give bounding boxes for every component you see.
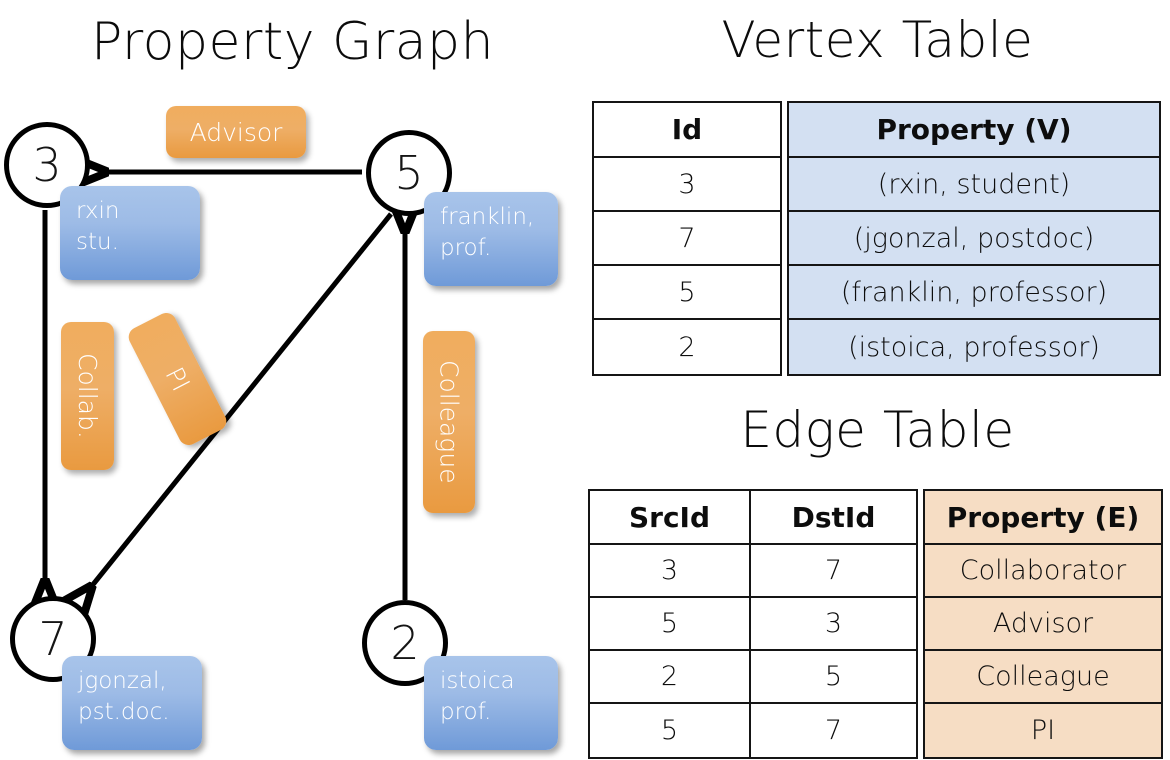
property-graph-diagram: 3 5 7 2 rxin stu. franklin, prof. jgonza… bbox=[0, 0, 585, 760]
vertex-table-header-id: Id bbox=[594, 103, 780, 158]
table-row: 5 bbox=[751, 651, 916, 704]
edge-label-advisor-text: Advisor bbox=[189, 117, 283, 147]
edge-label-collab-text: Collab. bbox=[73, 353, 102, 439]
table-row: 3 bbox=[594, 158, 780, 212]
table-row: 5 bbox=[594, 266, 780, 320]
table-row: (jgonzal, postdoc) bbox=[789, 212, 1159, 266]
table-row: (istoica, professor) bbox=[789, 320, 1159, 374]
graph-node-2-label: 2 bbox=[390, 616, 420, 670]
edge-label-colleague-text: Colleague bbox=[434, 360, 464, 484]
vertex-table-property-column: Property (V) (rxin, student) (jgonzal, p… bbox=[787, 101, 1161, 376]
edge-label-advisor: Advisor bbox=[166, 106, 306, 158]
vertex-property-2-line-2: prof. bbox=[440, 699, 492, 725]
edge-5-to-7 bbox=[87, 212, 393, 592]
vertex-table-id-column: Id 3 7 5 2 bbox=[592, 101, 782, 376]
edge-label-pi-text: PI bbox=[159, 362, 196, 396]
edge-table-srcid-column: SrcId 3 5 2 5 bbox=[588, 489, 751, 759]
vertex-table: Id 3 7 5 2 Property (V) (rxin, student) … bbox=[592, 101, 1161, 376]
table-row: 7 bbox=[751, 545, 916, 598]
vertex-property-3-line-2: stu. bbox=[76, 229, 119, 255]
table-row: PI bbox=[925, 704, 1161, 757]
table-row: 2 bbox=[678, 331, 696, 363]
edge-label-colleague: Colleague bbox=[423, 331, 475, 513]
vertex-property-3-line-1: rxin bbox=[76, 198, 120, 224]
graph-node-3-label: 3 bbox=[32, 138, 62, 192]
table-row: 5 bbox=[590, 598, 749, 651]
edge-table-dstid-column: DstId 7 3 5 7 bbox=[751, 489, 918, 759]
graph-node-5-label: 5 bbox=[394, 146, 424, 200]
vertex-property-box-2: istoica prof. bbox=[424, 656, 558, 750]
table-row: (rxin, student) bbox=[789, 158, 1159, 212]
section-title-edge-table: Edge Table bbox=[740, 401, 1015, 459]
vertex-property-7-line-2: pst.doc. bbox=[78, 699, 170, 725]
table-row: Colleague bbox=[925, 651, 1161, 704]
table-row: 7 bbox=[594, 212, 780, 266]
edge-table-header-dstid: DstId bbox=[751, 491, 916, 545]
table-row: 3 bbox=[751, 598, 916, 651]
vertex-property-box-7: jgonzal, pst.doc. bbox=[62, 656, 202, 750]
table-row: 2 bbox=[590, 651, 749, 704]
table-row: Advisor bbox=[925, 598, 1161, 651]
vertex-property-box-5: franklin, prof. bbox=[424, 192, 558, 286]
edge-label-collab: Collab. bbox=[61, 322, 114, 470]
table-row: (franklin, professor) bbox=[789, 266, 1159, 320]
edge-table-header-srcid: SrcId bbox=[590, 491, 749, 545]
vertex-property-7-line-1: jgonzal, bbox=[78, 668, 167, 694]
page-title-property-graph: Property Graph bbox=[90, 12, 495, 72]
graph-node-7-label: 7 bbox=[38, 612, 68, 666]
vertex-property-5-line-2: prof. bbox=[440, 235, 492, 261]
vertex-property-box-3: rxin stu. bbox=[60, 186, 200, 280]
section-title-vertex-table: Vertex Table bbox=[721, 11, 1034, 69]
edge-table-property-column: Property (E) Collaborator Advisor Collea… bbox=[923, 489, 1163, 759]
table-row: 7 bbox=[824, 715, 843, 746]
edge-table-header-property: Property (E) bbox=[925, 491, 1161, 545]
table-row: 5 bbox=[660, 715, 679, 746]
graph-node-2[interactable]: 2 bbox=[362, 600, 448, 686]
graph-edges-layer bbox=[0, 0, 585, 760]
table-row: 3 bbox=[590, 545, 749, 598]
vertex-property-2-line-1: istoica bbox=[440, 668, 515, 694]
edge-table: SrcId 3 5 2 5 DstId 7 3 5 7 Property (E)… bbox=[588, 489, 1163, 759]
vertex-table-header-property: Property (V) bbox=[789, 103, 1159, 158]
vertex-property-5-line-1: franklin, bbox=[440, 204, 535, 230]
table-row: Collaborator bbox=[925, 545, 1161, 598]
